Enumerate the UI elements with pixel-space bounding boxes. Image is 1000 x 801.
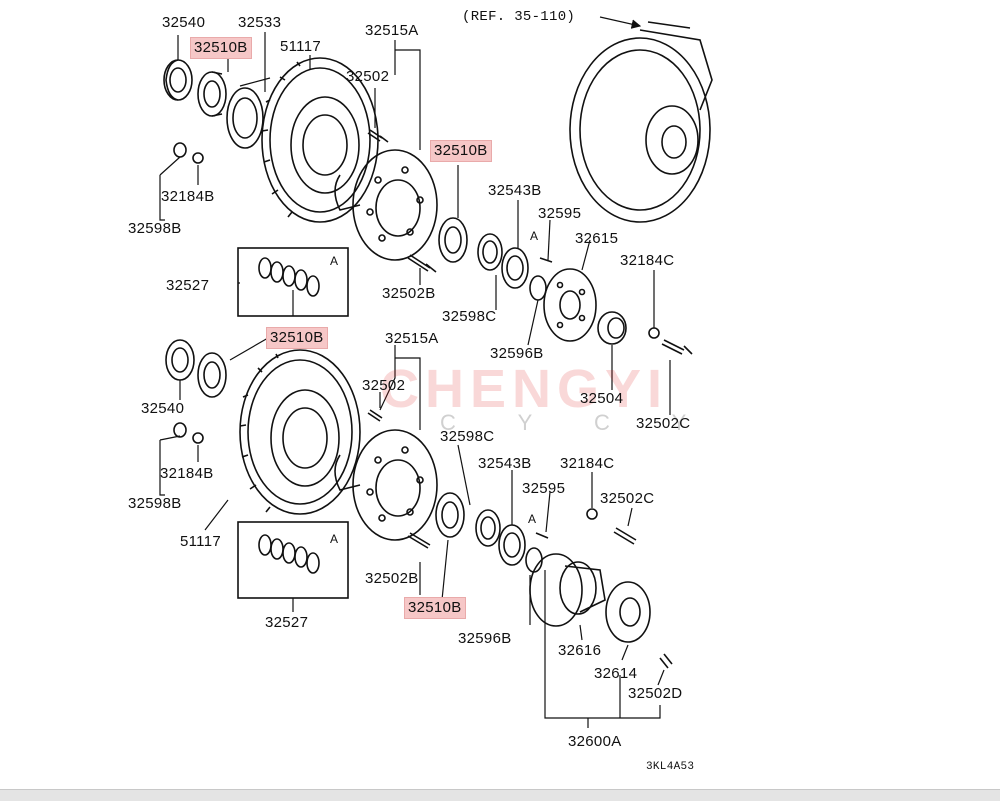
part-label-32616: 32616 — [558, 642, 602, 659]
hub-bolt-upper — [367, 129, 389, 143]
bearing-lower-outer — [197, 352, 227, 398]
part-label-32502-lower: 32502 — [362, 377, 406, 394]
watermark-sub: C Y C Y — [440, 410, 715, 435]
part-label-32598b-lower: 32598B — [128, 495, 182, 512]
part-label-32502c-upper: 32502C — [636, 415, 691, 432]
part-label-32184b-upper: 32184B — [161, 188, 215, 205]
hub-flange-upper — [543, 268, 597, 342]
cap-upper — [597, 311, 627, 345]
part-label-32527-upper: 32527 — [166, 277, 210, 294]
hub-lower — [334, 429, 438, 541]
snap-ring-lower — [525, 547, 543, 573]
part-label-32598c-upper: 32598C — [442, 308, 497, 325]
bolt-c-lower — [613, 527, 637, 545]
part-label-32502b-upper: 32502B — [382, 285, 436, 302]
part-label-32510b-upper-inner: 32510B — [430, 140, 492, 162]
part-label-32596b-lower: 32596B — [458, 630, 512, 647]
brake-disc-upper — [261, 57, 379, 223]
nut-bolt-c-upper — [648, 327, 693, 355]
nut-washer-b-upper — [173, 142, 204, 164]
reference-rotor-assembly — [569, 21, 713, 223]
note-a-box-upper: A — [330, 254, 339, 268]
part-label-32502-upper: 32502 — [346, 68, 390, 85]
bearing-upper-outer — [197, 71, 227, 117]
drawing-code: 3KL4A53 — [646, 761, 695, 773]
part-label-32598c-lower: 32598C — [440, 428, 495, 445]
nut-c-lower — [586, 508, 598, 520]
part-label-32184b-lower: 32184B — [160, 465, 214, 482]
lock-washer-lower — [498, 524, 526, 566]
part-label-32510b-lower-outer: 32510B — [266, 327, 328, 349]
part-label-32596b-upper: 32596B — [490, 345, 544, 362]
free-wheel-body — [529, 553, 606, 627]
screw-lower — [535, 532, 549, 539]
part-label-32595-upper: 32595 — [538, 205, 582, 222]
note-a-box-lower: A — [330, 532, 339, 546]
part-label-51117-upper: 51117 — [280, 38, 321, 55]
part-label-32543b-upper: 32543B — [488, 182, 542, 199]
bearing-lower-inner — [435, 492, 465, 538]
window-bottom-bar — [0, 789, 1000, 801]
watermark-brand: CHENGYI — [380, 359, 669, 419]
lock-washer-upper — [501, 247, 529, 289]
part-label-32615: 32615 — [575, 230, 619, 247]
part-label-32504: 32504 — [580, 390, 624, 407]
part-label-32598b-upper: 32598B — [128, 220, 182, 237]
part-label-51117-lower: 51117 — [180, 533, 221, 550]
part-label-32510b-upper-outer: 32510B — [190, 37, 252, 59]
part-label-32184c-upper: 32184C — [620, 252, 675, 269]
brake-disc-lower — [239, 349, 361, 515]
part-label-32540-upper: 32540 — [162, 14, 206, 31]
bearing-race-upper — [226, 87, 264, 149]
part-label-32515a-upper: 32515A — [365, 22, 419, 39]
note-a-upper: A — [530, 229, 539, 243]
leader-lines — [159, 16, 671, 728]
part-label-32502b-lower: 32502B — [365, 570, 419, 587]
part-label-32600a: 32600A — [568, 733, 622, 750]
screw-upper — [539, 257, 553, 263]
spacer-lower — [475, 509, 501, 547]
part-label-32540-lower: 32540 — [141, 400, 185, 417]
part-label-32543b-lower: 32543B — [478, 455, 532, 472]
spacer-upper — [477, 233, 503, 271]
part-label-32515a-lower: 32515A — [385, 330, 439, 347]
oil-seal-lower — [165, 339, 195, 381]
bolt-b-upper — [407, 254, 437, 273]
reference-label: (REF. 35-110) — [462, 9, 576, 25]
note-a-lower: A — [528, 512, 537, 526]
part-label-32510b-lower-inner: 32510B — [404, 597, 466, 619]
part-label-32502d: 32502D — [628, 685, 683, 702]
part-label-32533: 32533 — [238, 14, 282, 31]
bearing-upper-inner — [438, 217, 468, 263]
part-label-32614: 32614 — [594, 665, 638, 682]
part-label-32595-lower: 32595 — [522, 480, 566, 497]
oil-seal-upper — [163, 59, 193, 101]
hub-bolt-lower — [367, 409, 383, 422]
part-label-32502c-lower: 32502C — [600, 490, 655, 507]
part-label-32527-lower: 32527 — [265, 614, 309, 631]
hub-upper — [334, 149, 438, 261]
bolt-d — [659, 653, 673, 669]
snap-ring-upper — [529, 275, 547, 301]
free-wheel-cover — [605, 581, 651, 643]
bolt-b-lower — [407, 532, 431, 549]
part-label-32184c-lower: 32184C — [560, 455, 615, 472]
nut-washer-b-lower — [173, 422, 204, 444]
